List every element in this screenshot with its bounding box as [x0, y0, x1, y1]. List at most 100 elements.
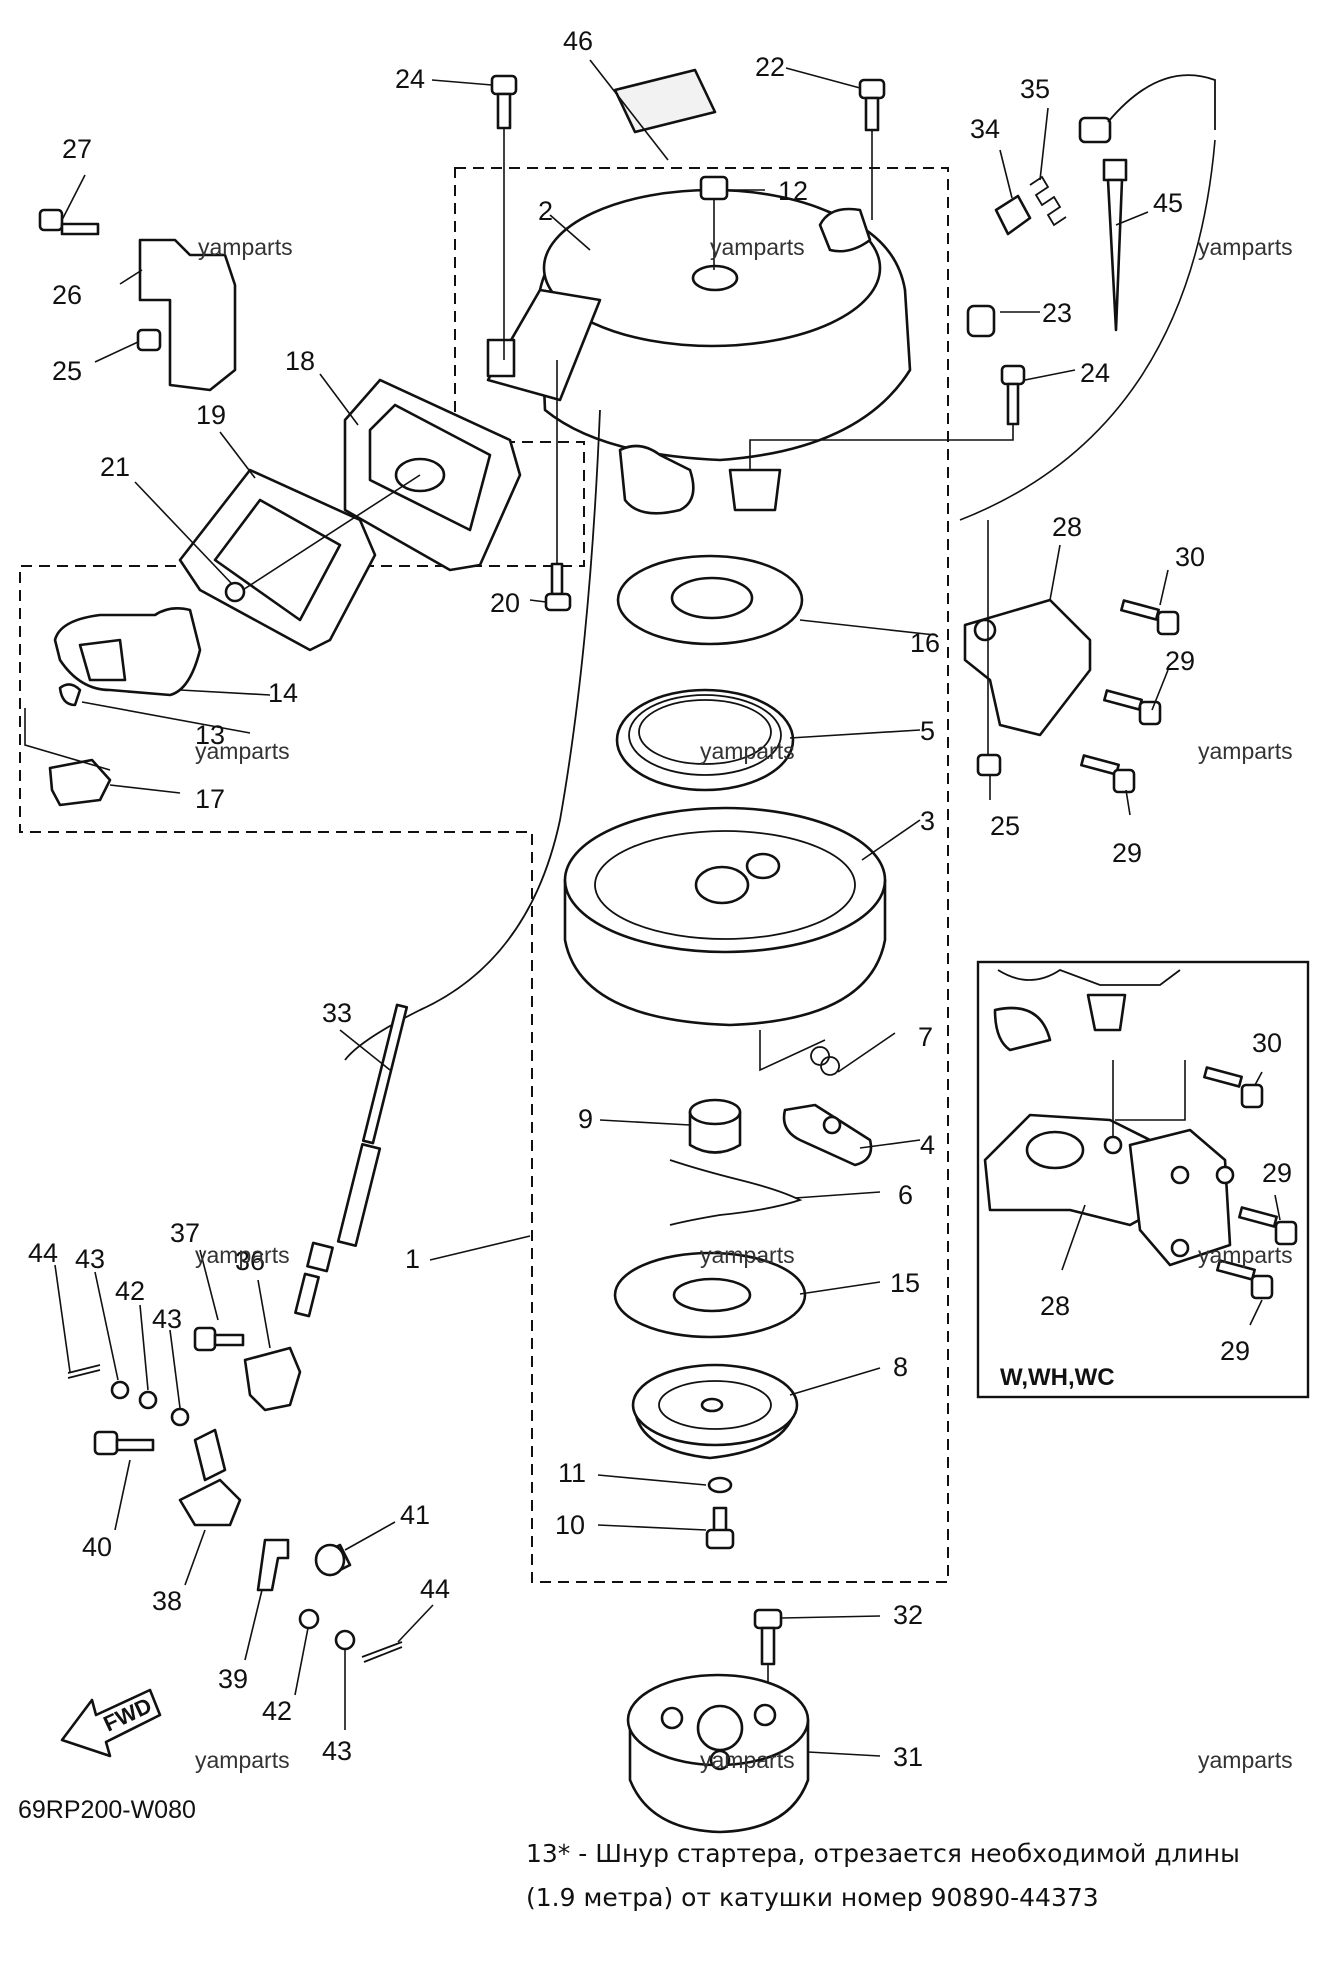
assembly-box-upper [19, 167, 949, 1583]
callout-30-inset: 30 [1252, 1028, 1282, 1058]
plunger-34 [994, 194, 1032, 236]
callout-17: 17 [195, 784, 225, 814]
callout-38: 38 [152, 1586, 182, 1616]
callout-24-right: 24 [1080, 358, 1110, 388]
note-line-1: 13* - Шнур стартера, отрезается необходи… [526, 1839, 1240, 1868]
callout-45: 45 [1153, 188, 1183, 218]
callout-44-a: 44 [28, 1238, 58, 1268]
callout-29-a: 29 [1165, 646, 1195, 676]
callout-1: 1 [405, 1244, 420, 1274]
watermark: yamparts [1198, 738, 1293, 764]
callout-25-left: 25 [52, 356, 82, 386]
plate-15 [613, 1251, 807, 1339]
bolt-29-lower [1080, 754, 1136, 794]
spring-7 [810, 1046, 840, 1076]
callout-35: 35 [1020, 74, 1050, 104]
callout-8: 8 [893, 1352, 908, 1382]
callout-43-a: 43 [75, 1244, 105, 1274]
drive-plate-8 [631, 1363, 799, 1460]
note-line-2: (1.9 метра) от катушки номер 90890-44373 [526, 1883, 1099, 1912]
watermark: yamparts [1198, 234, 1293, 260]
washer-43-c [334, 1629, 356, 1651]
callout-5: 5 [920, 716, 935, 746]
callout-29-inset-b: 29 [1220, 1336, 1250, 1366]
watermarks: yamparts yamparts yamparts yamparts yamp… [195, 234, 1293, 1773]
starter-rope-note: 13* - Шнур стартера, отрезается необходи… [526, 1832, 1316, 1920]
callout-40: 40 [82, 1532, 112, 1562]
sheave-drum-3 [563, 806, 887, 1027]
lever-36 [243, 1346, 302, 1412]
washer-43-b [170, 1407, 190, 1427]
callout-26: 26 [52, 280, 82, 310]
collar-41 [314, 1543, 352, 1577]
rope-knot-13 [58, 683, 82, 707]
bolt-top-left [490, 74, 518, 360]
clip-17 [48, 758, 112, 807]
callout-labels: 46 24 22 27 12 2 34 35 45 26 23 25 18 24… [28, 26, 1292, 1772]
callout-16: 16 [910, 628, 940, 658]
callout-10: 10 [555, 1510, 585, 1540]
cable-tie-45 [1102, 158, 1128, 332]
watermark: yamparts [198, 234, 293, 260]
bolt-20 [544, 562, 572, 612]
variant-box [976, 960, 1310, 1399]
spiral-spring-5 [615, 688, 795, 792]
callout-27: 27 [62, 134, 92, 164]
screw-10 [705, 1506, 735, 1550]
cable-33 [294, 1003, 409, 1318]
callout-37: 37 [170, 1218, 200, 1248]
callout-19: 19 [196, 400, 226, 430]
callout-39: 39 [218, 1664, 248, 1694]
watermark: yamparts [195, 1242, 290, 1268]
rope-guide-21 [224, 581, 246, 603]
watermark: yamparts [1198, 1747, 1293, 1773]
cotter-pin-44-a [67, 1364, 101, 1379]
callout-2: 2 [538, 196, 553, 226]
bolt-top-right [858, 78, 886, 220]
grip-19 [178, 468, 377, 652]
collar-23 [966, 304, 996, 338]
callout-12: 12 [778, 176, 808, 206]
handle-14 [53, 607, 202, 697]
callout-44-b: 44 [420, 1574, 450, 1604]
washer-11 [707, 1476, 733, 1494]
callout-13: 13 [195, 720, 225, 750]
variant-inset-parts [983, 968, 1298, 1300]
callout-6: 6 [898, 1180, 913, 1210]
cotter-pin-44-b [361, 1641, 403, 1663]
callout-43-c: 43 [322, 1736, 352, 1766]
bolt-30 [1120, 599, 1180, 636]
bracket-26 [138, 238, 237, 392]
bolt-37 [193, 1326, 245, 1352]
callout-22: 22 [755, 52, 785, 82]
bolt-24-right [1000, 364, 1026, 426]
variant-label: W,WH,WC [1000, 1364, 1115, 1391]
callout-25-right: 25 [990, 811, 1020, 841]
bushing-9 [688, 1098, 742, 1154]
cable-head [1078, 74, 1216, 144]
callout-24-top: 24 [395, 64, 425, 94]
watermark: yamparts [1198, 1242, 1293, 1268]
callout-28-inset: 28 [1040, 1291, 1070, 1321]
callout-14: 14 [268, 678, 298, 708]
callout-33: 33 [322, 998, 352, 1028]
callout-21: 21 [100, 452, 130, 482]
callout-28: 28 [1052, 512, 1082, 542]
callout-18: 18 [285, 346, 315, 376]
watermark: yamparts [700, 738, 795, 764]
callout-41: 41 [400, 1500, 430, 1530]
nut-25-right [976, 753, 1002, 777]
link-rod-39 [256, 1538, 290, 1592]
drive-cup-31 [626, 1673, 810, 1834]
lock-washer-42-a [138, 1390, 158, 1410]
callout-31: 31 [893, 1742, 923, 1772]
callout-32: 32 [893, 1600, 923, 1630]
callout-leaders [54, 59, 1281, 1757]
watermark: yamparts [195, 1747, 290, 1773]
bolt-29-upper [1103, 689, 1162, 726]
diagram-code: 69RP200-W080 [18, 1796, 196, 1824]
cover-18 [343, 378, 522, 572]
lock-washer-42-b [298, 1608, 320, 1630]
callout-42-a: 42 [115, 1276, 145, 1306]
